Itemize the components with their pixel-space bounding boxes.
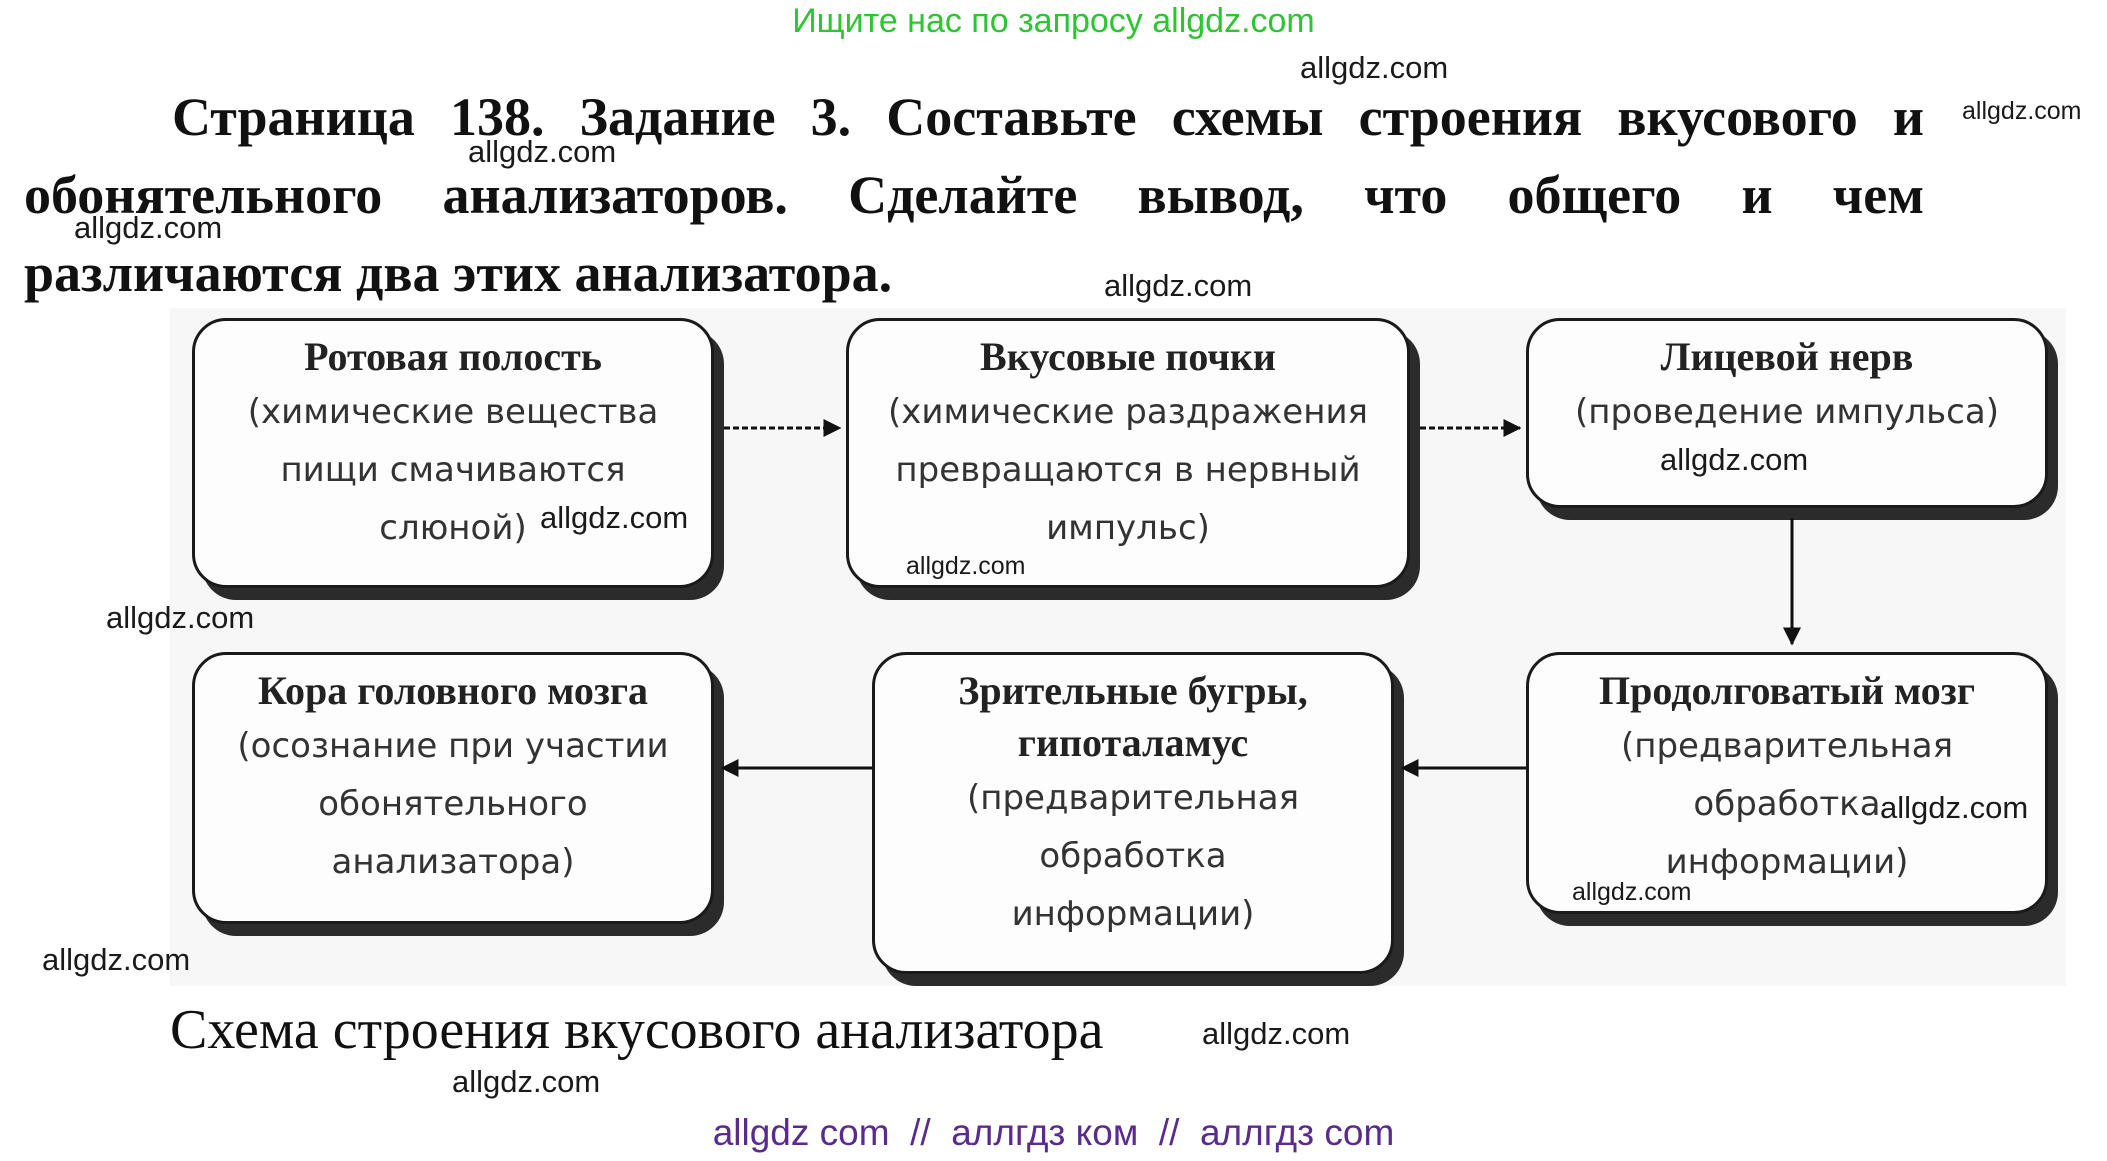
box-taste-buds-desc-3: импульс) xyxy=(1046,508,1210,548)
box-thalamus-desc-1: (предварительная xyxy=(966,778,1300,818)
box-medulla-title: Продолговатый мозг xyxy=(1599,668,1975,713)
box-oral-cavity-desc-1: (химические вещества xyxy=(247,392,659,432)
box-thalamus: Зрительные бугры, гипоталамус (предварит… xyxy=(872,652,1394,974)
box-cortex-title: Кора головного мозга xyxy=(257,668,649,713)
watermark: allgdz.com xyxy=(1572,878,1692,906)
watermark: allgdz.com xyxy=(540,500,689,535)
watermark: allgdz.com xyxy=(1104,268,1253,303)
box-thalamus-title-2: гипоталамус xyxy=(1017,720,1249,765)
watermark: allgdz.com xyxy=(452,1064,601,1099)
box-medulla-desc-1: (предварительная xyxy=(1620,726,1954,766)
watermark: allgdz.com xyxy=(106,600,255,635)
watermark: allgdz.com xyxy=(74,210,223,245)
task-title-line-2: обонятельного анализаторов. Сделайте выв… xyxy=(24,165,1924,225)
task-title: Страница 138. Задание 3. Составьте схемы… xyxy=(24,78,1924,312)
diagram-caption: Схема строения вкусового анализатора xyxy=(170,999,1104,1061)
top-banner: Ищите нас по запросу allgdz.com xyxy=(792,2,1315,40)
watermark: allgdz.com xyxy=(1962,97,2082,125)
box-taste-buds-desc-2: превращаются в нервный xyxy=(895,450,1361,490)
task-title-line-3: различаются два этих анализатора. xyxy=(24,243,893,303)
watermark: allgdz.com xyxy=(1660,442,1809,477)
box-cortex-desc-3: анализатора) xyxy=(331,842,575,882)
box-cortex-desc-2: обонятельного xyxy=(318,784,588,824)
watermark: allgdz.com xyxy=(906,552,1026,580)
box-medulla-desc-2: обработка xyxy=(1693,784,1881,824)
box-thalamus-desc-3: информации) xyxy=(1011,894,1255,934)
box-thalamus-desc-2: обработка xyxy=(1039,836,1227,876)
box-medulla: Продолговатый мозг (предварительная обра… xyxy=(1526,652,2048,914)
box-oral-cavity: Ротовая полость (химические вещества пищ… xyxy=(192,318,714,588)
box-cortex: Кора головного мозга (осознание при учас… xyxy=(192,652,714,924)
watermark: allgdz.com xyxy=(1300,50,1449,85)
task-title-line-1: Страница 138. Задание 3. Составьте схемы… xyxy=(172,87,1924,147)
box-facial-nerve-title: Лицевой нерв xyxy=(1660,334,1914,379)
box-taste-buds-desc-1: (химические раздражения xyxy=(887,392,1369,432)
box-oral-cavity-title: Ротовая полость xyxy=(304,334,602,379)
box-thalamus-title-1: Зрительные бугры, xyxy=(958,668,1308,713)
box-cortex-desc-1: (осознание при участии xyxy=(237,726,669,766)
bottom-banner: allgdz com // аллгдз ком // аллгдз com xyxy=(712,1112,1395,1153)
box-oral-cavity-desc-2: пищи смачиваются xyxy=(280,450,626,490)
watermark: allgdz.com xyxy=(1202,1016,1351,1051)
box-facial-nerve: Лицевой нерв (проведение импульса) xyxy=(1526,318,2048,508)
watermark: allgdz.com xyxy=(42,942,191,977)
box-taste-buds: Вкусовые почки (химические раздражения п… xyxy=(846,318,1410,588)
watermark: allgdz.com xyxy=(468,134,617,169)
box-facial-nerve-desc-1: (проведение импульса) xyxy=(1575,392,1999,432)
watermark: allgdz.com xyxy=(1880,790,2029,825)
box-medulla-desc-3: информации) xyxy=(1665,842,1909,882)
box-oral-cavity-desc-3: слюной) xyxy=(379,508,527,548)
box-taste-buds-title: Вкусовые почки xyxy=(980,334,1276,379)
